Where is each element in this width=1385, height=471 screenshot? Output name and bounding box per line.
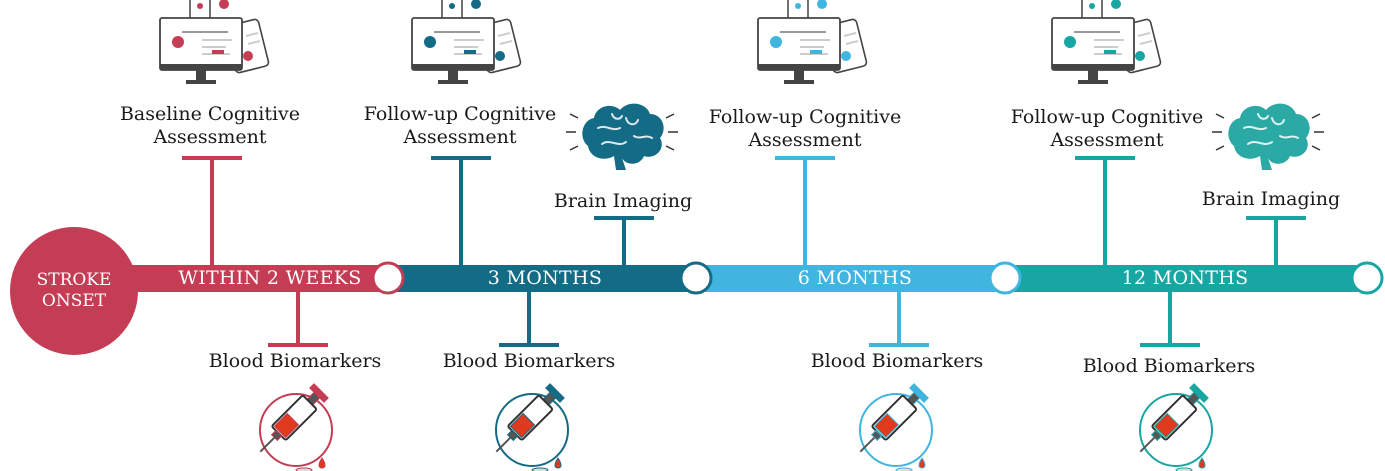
node-12-months — [1350, 261, 1384, 295]
node-2-weeks — [371, 261, 405, 295]
event-label-line1: Follow-up Cognitive — [363, 103, 557, 125]
connector-blood-2 — [499, 290, 559, 347]
connector-followup-cognitive-1 — [431, 156, 491, 268]
phase-bar-within-2-weeks — [110, 265, 388, 292]
syringe-icon — [252, 382, 333, 471]
event-label-brain-imaging-2: Brain Imaging — [1201, 188, 1341, 210]
connector-followup-cognitive-3 — [1075, 156, 1135, 268]
connector-blood-3 — [869, 290, 929, 347]
event-label-line2: Assessment — [1050, 129, 1164, 151]
stroke-onset-circle: STROKE ONSET — [10, 227, 138, 355]
event-label-brain-imaging-1: Brain Imaging — [553, 190, 693, 212]
connector-brain-imaging-2 — [1246, 216, 1306, 268]
event-label-line2: Assessment — [748, 129, 862, 151]
phase-label-12-months: 12 MONTHS — [1121, 267, 1249, 289]
stroke-onset-line1: STROKE — [36, 270, 112, 290]
event-label-cognitive-4: Follow-up Cognitive Assessment — [1002, 106, 1212, 152]
event-label-line1: Baseline Cognitive — [119, 103, 301, 125]
event-label-line1: Follow-up Cognitive — [1010, 106, 1204, 128]
phase-bar-3-months — [388, 265, 696, 292]
computer-assessment-icon — [159, 0, 271, 85]
event-label-blood-3: Blood Biomarkers — [810, 350, 984, 372]
event-label-blood-2: Blood Biomarkers — [442, 350, 616, 372]
node-3-months — [679, 261, 713, 295]
computer-assessment-icon — [411, 0, 523, 85]
brain-icon — [1211, 102, 1325, 172]
event-label-blood-1: Blood Biomarkers — [208, 350, 382, 372]
phase-label-6-months: 6 MONTHS — [797, 267, 913, 289]
phase-label-3-months: 3 MONTHS — [487, 267, 603, 289]
event-label-blood-4: Blood Biomarkers — [1082, 355, 1256, 377]
event-label-cognitive-1: Baseline Cognitive Assessment — [110, 103, 310, 149]
event-label-line2: Assessment — [403, 126, 517, 148]
computer-assessment-icon — [757, 0, 869, 85]
connector-followup-cognitive-2 — [775, 156, 835, 268]
syringe-icon — [1132, 382, 1213, 471]
connector-baseline-cognitive — [182, 156, 242, 268]
connector-blood-4 — [1140, 290, 1200, 347]
connector-brain-imaging-1 — [594, 216, 654, 268]
event-label-line2: Assessment — [153, 126, 267, 148]
syringe-icon — [852, 382, 933, 471]
brain-icon — [565, 102, 679, 172]
event-label-cognitive-2: Follow-up Cognitive Assessment — [355, 103, 565, 149]
event-label-cognitive-3: Follow-up Cognitive Assessment — [700, 106, 910, 152]
syringe-icon — [488, 382, 569, 471]
phase-label-within-2-weeks: WITHIN 2 WEEKS — [178, 267, 362, 289]
event-label-line1: Follow-up Cognitive — [708, 106, 902, 128]
node-6-months — [988, 261, 1022, 295]
computer-assessment-icon — [1051, 0, 1163, 85]
phase-bar-6-months — [696, 265, 1005, 292]
phase-bar-12-months — [1005, 265, 1370, 292]
connector-blood-1 — [268, 290, 328, 347]
stroke-onset-line2: ONSET — [41, 291, 107, 311]
